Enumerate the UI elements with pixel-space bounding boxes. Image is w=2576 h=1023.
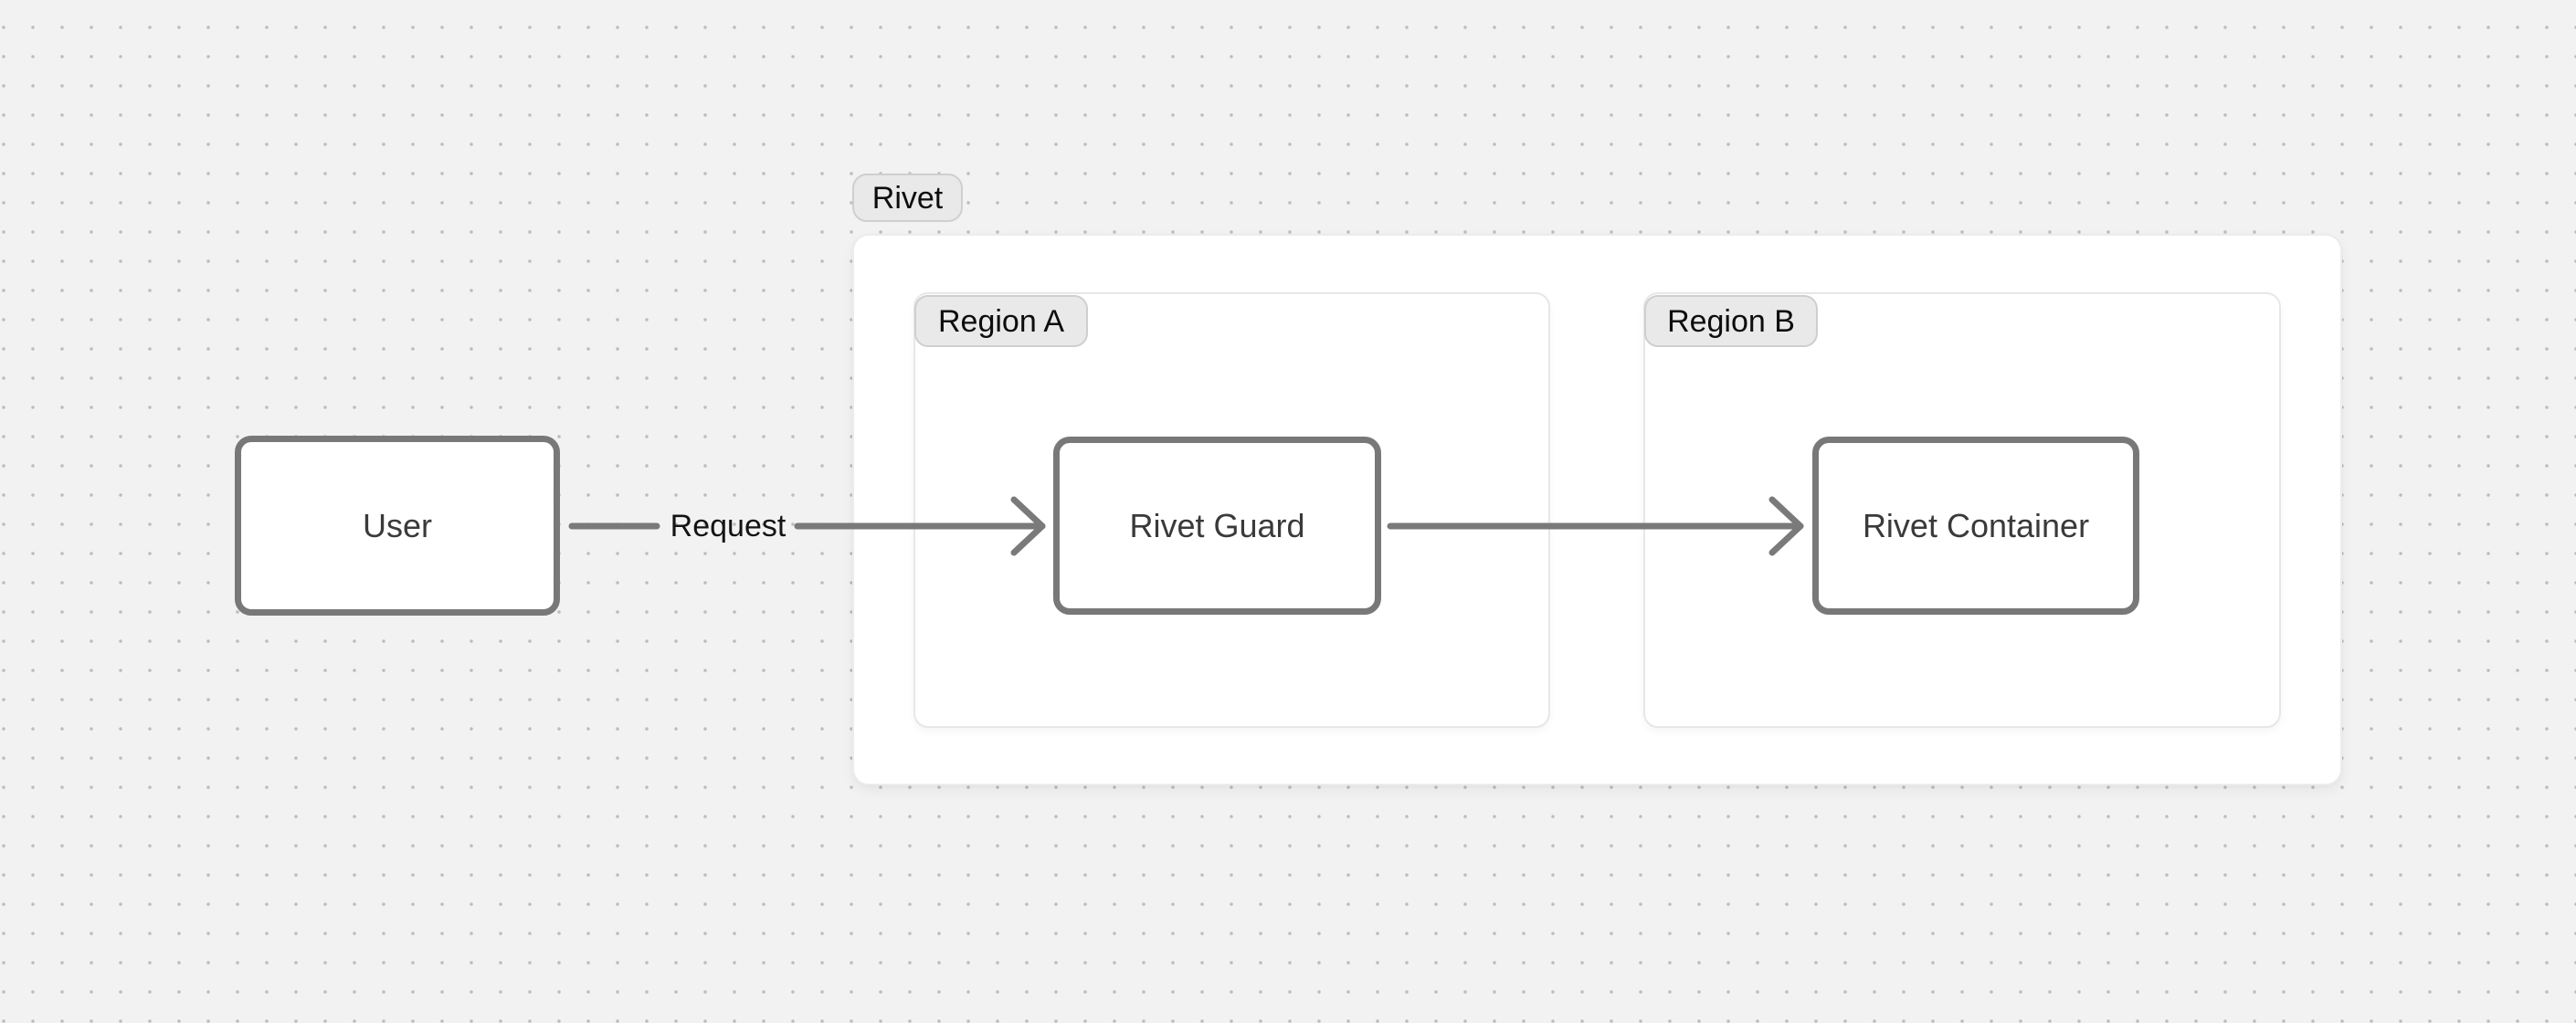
node-user-label: User [362,506,432,544]
group-label-region-a: Region A [914,295,1088,347]
group-region-b [1643,292,2281,728]
node-rivet-guard-label: Rivet Guard [1129,506,1305,544]
node-rivet-container: Rivet Container [1812,437,2139,615]
group-label-region-a-text: Region A [938,303,1064,339]
group-label-region-b-text: Region B [1667,303,1795,339]
group-label-rivet: Rivet [852,174,963,222]
node-user: User [235,436,560,616]
group-label-rivet-text: Rivet [871,180,944,216]
group-region-a [913,292,1550,728]
group-label-region-b: Region B [1644,295,1818,347]
edge-label-request: Request [670,509,787,543]
node-rivet-container-label: Rivet Container [1862,506,2090,544]
node-rivet-guard: Rivet Guard [1053,437,1381,615]
